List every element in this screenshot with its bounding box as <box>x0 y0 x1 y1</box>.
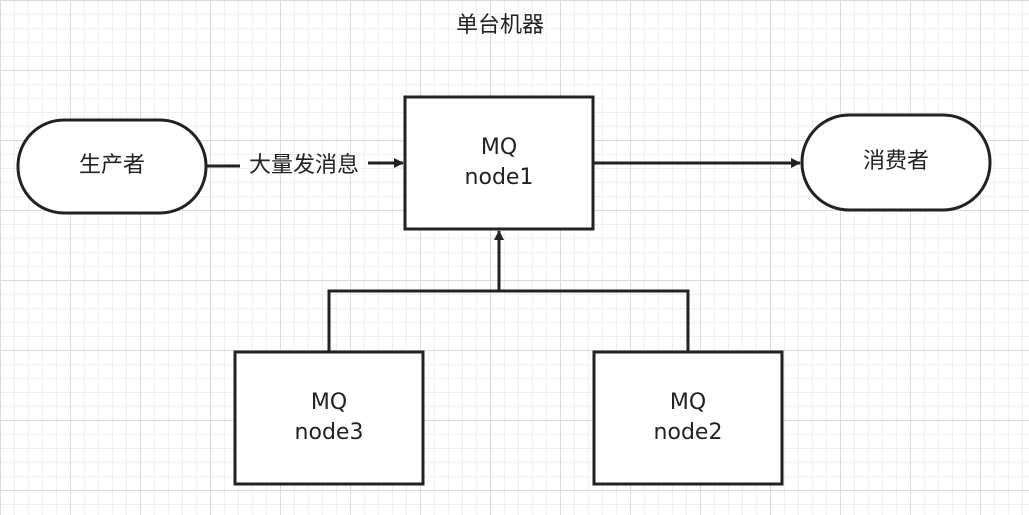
consumer-label: 消费者 <box>862 149 929 174</box>
mq-node1-box[interactable] <box>403 95 595 231</box>
mq-node2-line1: MQ <box>669 390 707 415</box>
mq-node2-line2: node2 <box>653 420 723 445</box>
mq-node3-label: MQ node3 <box>235 352 423 484</box>
mq-node1-line2: node1 <box>464 165 534 190</box>
consumer-shape[interactable] <box>800 113 992 212</box>
mq-node2-label: MQ node2 <box>594 352 782 484</box>
mq-node3-box[interactable] <box>233 350 425 486</box>
mq-node3-line2: node3 <box>294 420 364 445</box>
edge-label: 大量发消息 <box>248 153 359 178</box>
mq-node2-box[interactable] <box>592 350 784 486</box>
cluster-connector-line <box>327 289 690 352</box>
producer-label: 生产者 <box>78 153 145 178</box>
diagram-title: 单台机器 <box>455 13 544 38</box>
mq-node3-line1: MQ <box>310 390 348 415</box>
mq-node1-label: MQ node1 <box>405 97 593 229</box>
mq-node1-line1: MQ <box>480 135 518 160</box>
